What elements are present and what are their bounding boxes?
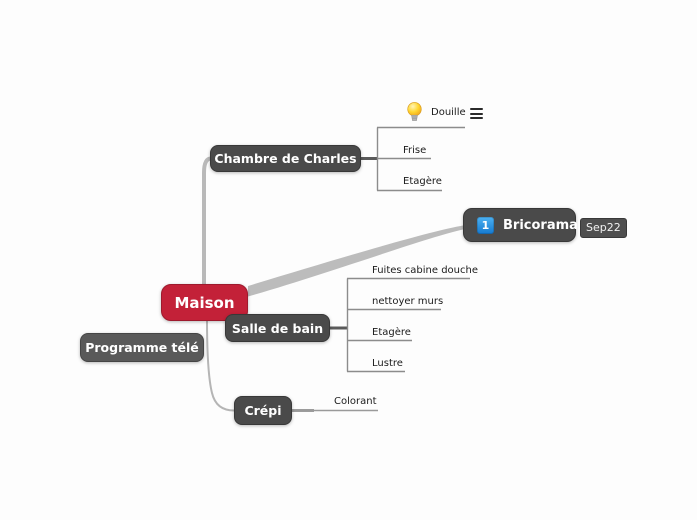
node-programme-label: Programme télé [85,340,199,355]
leaf-frise[interactable]: Frise [403,145,427,156]
node-maison-label: Maison [174,293,235,312]
lightbulb-icon[interactable] [406,101,423,127]
number-1-icon[interactable]: 1 [477,216,494,234]
node-bricorama[interactable]: 1 Bricorama [463,208,578,242]
node-chambre-label: Chambre de Charles [214,151,357,166]
node-programme-tele[interactable]: Programme télé [80,333,204,362]
node-salle-label: Salle de bain [231,320,324,336]
node-crepi[interactable]: Crépi [234,396,292,425]
node-salle-de-bain[interactable]: Salle de bain [225,314,330,342]
leaf-fuites-cabine-douche[interactable]: Fuites cabine douche [372,265,478,276]
leaf-colorant[interactable]: Colorant [334,396,377,407]
leaf-etagere-chambre[interactable]: Etagère [403,176,442,187]
hamburger-menu-icon[interactable] [470,108,483,119]
branch-chambre [202,156,212,286]
node-chambre-de-charles[interactable]: Chambre de Charles [210,145,361,172]
leaf-lustre[interactable]: Lustre [372,358,403,369]
node-crepi-label: Crépi [244,403,282,418]
leaf-douille[interactable]: Douille [431,107,466,118]
branch-bricorama [248,225,463,297]
date-badge[interactable]: Sep22 [580,218,627,238]
node-bricorama-label: Bricorama [503,217,578,233]
leaf-etagere-salle[interactable]: Etagère [372,327,411,338]
leaf-nettoyer-murs[interactable]: nettoyer murs [372,296,444,307]
branch-crepi [206,318,235,412]
